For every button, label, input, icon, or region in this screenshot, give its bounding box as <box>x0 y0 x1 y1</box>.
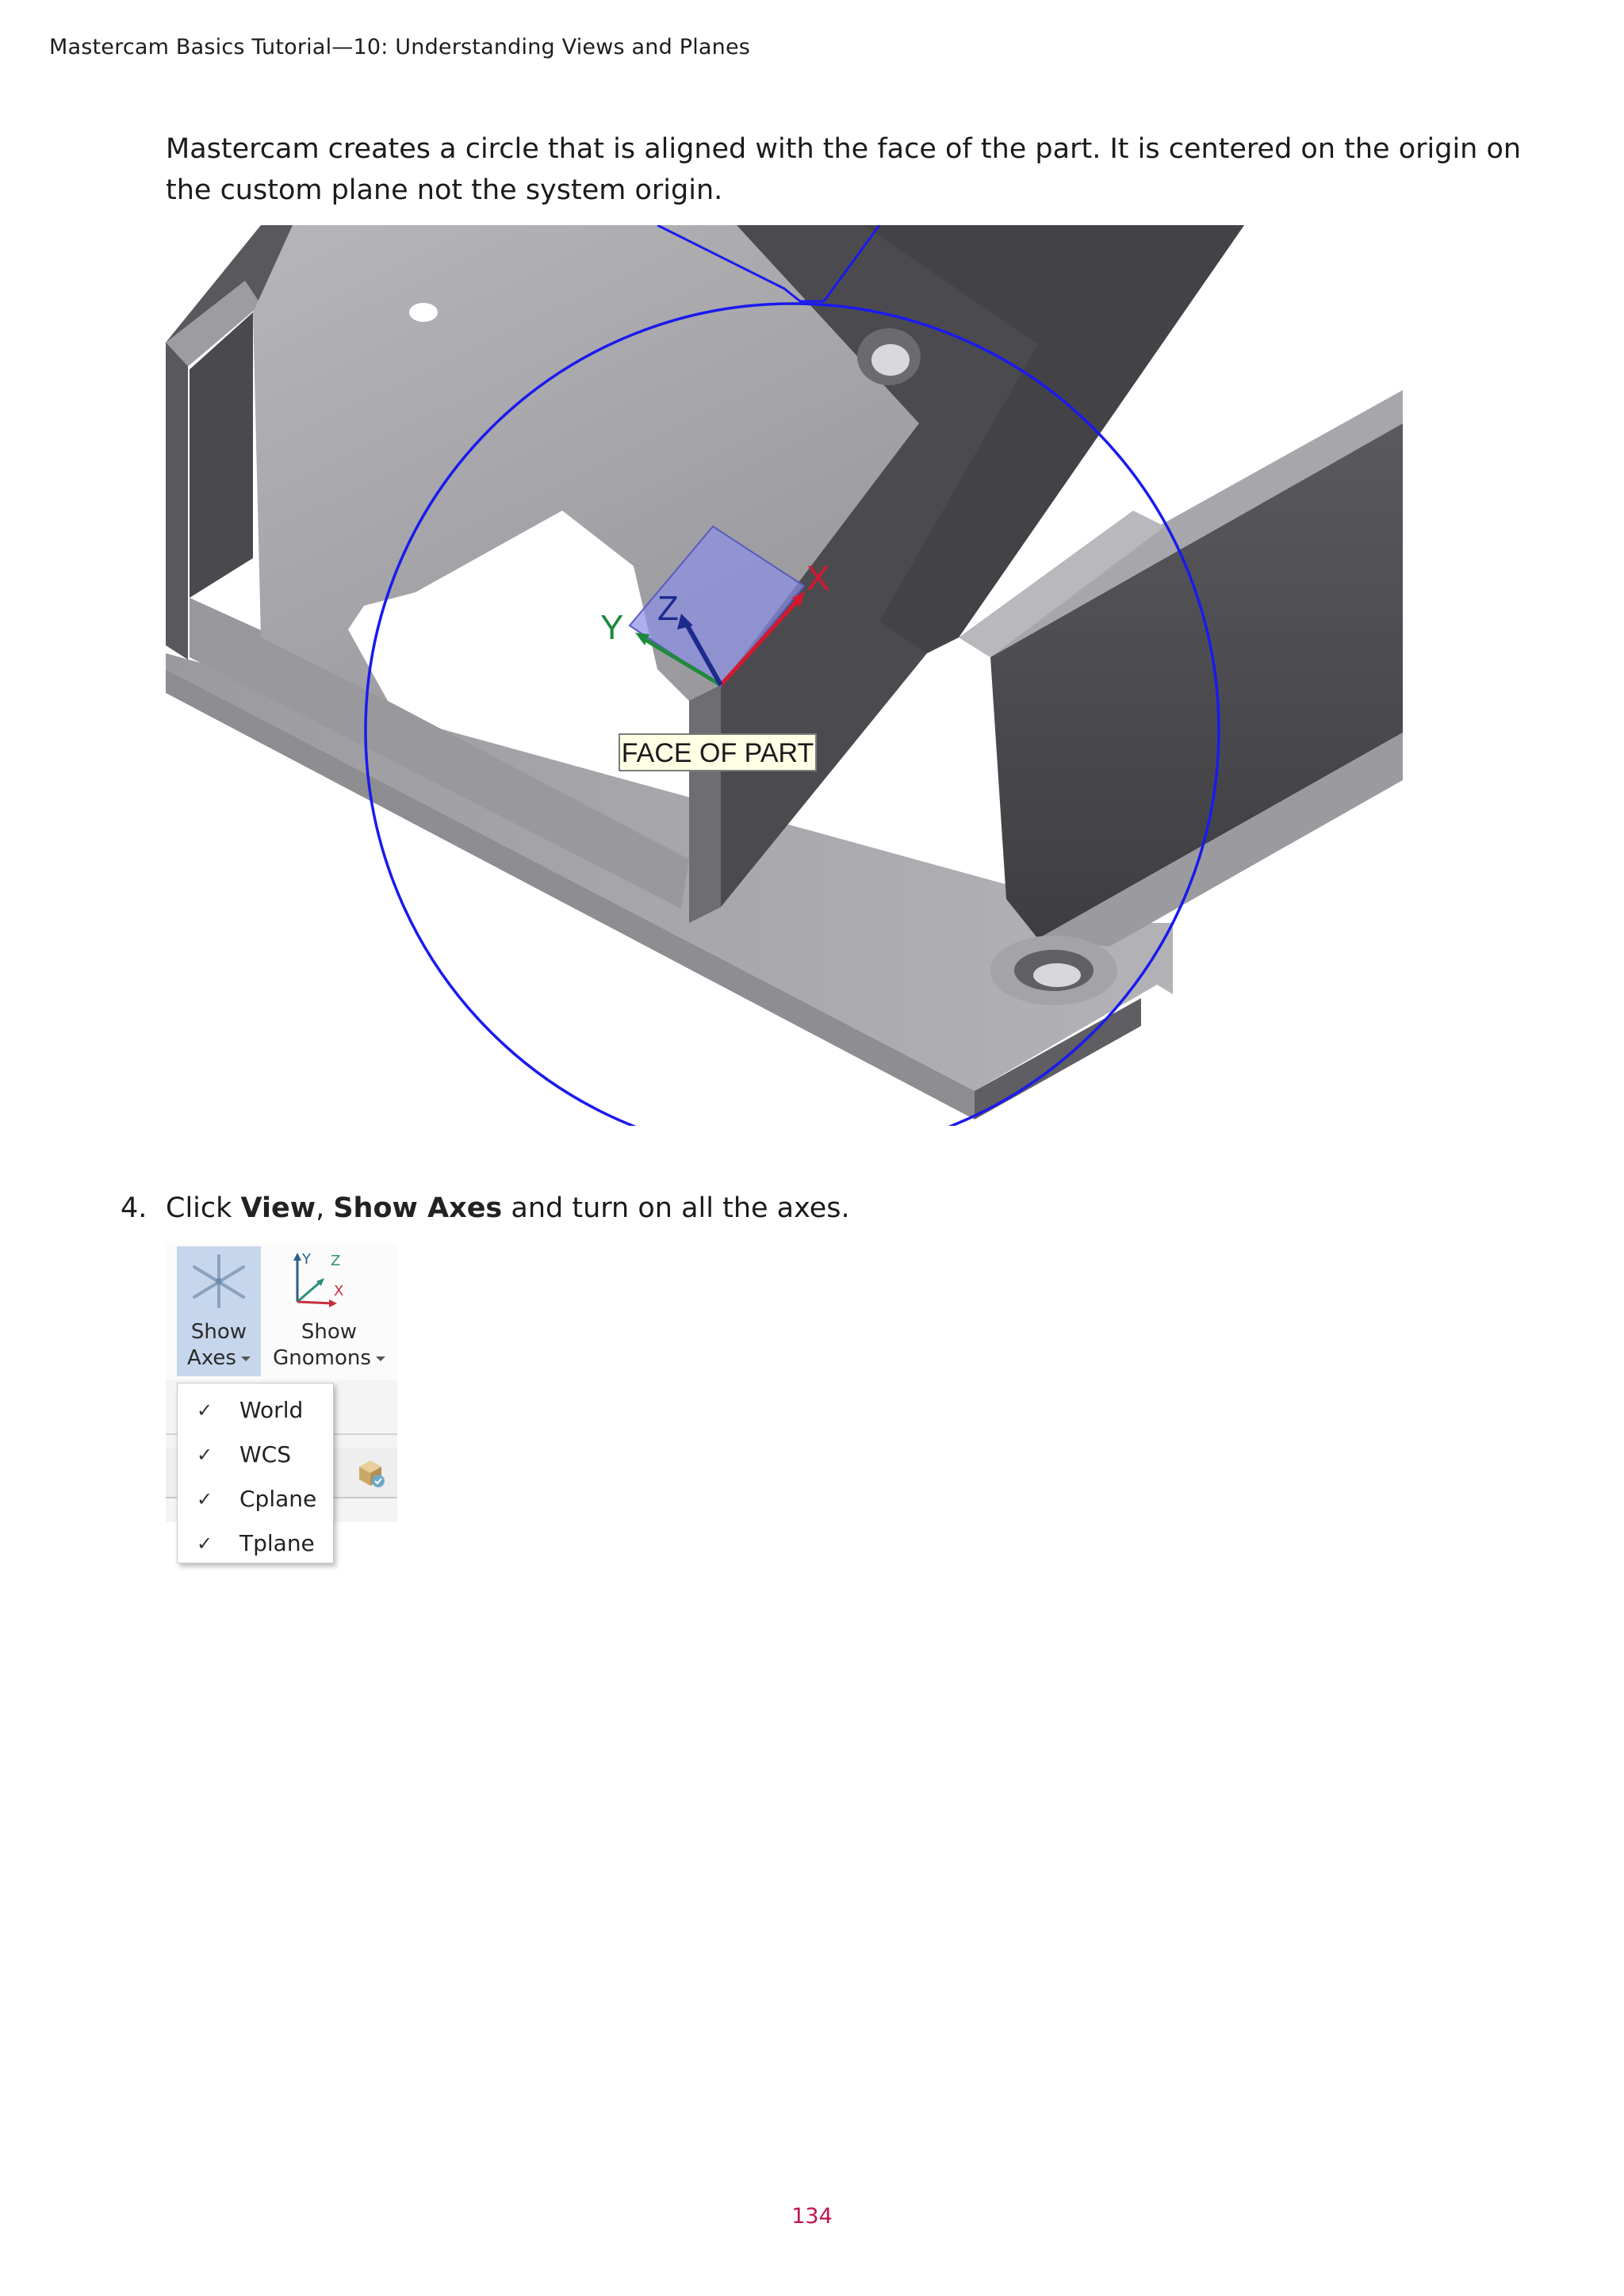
x-axis <box>719 596 802 687</box>
gnomon-icon: Y Z X <box>293 1251 343 1307</box>
check-icon: ✓ <box>197 1533 213 1555</box>
tooltip-box <box>619 733 817 771</box>
x-axis-label: X <box>806 559 829 598</box>
menu-view-name: View <box>240 1192 316 1224</box>
step-number: 4. <box>121 1192 147 1224</box>
step-text-suffix: and turn on all the axes. <box>502 1192 850 1224</box>
step-separator: , <box>316 1192 334 1224</box>
y-axis-head <box>635 633 649 645</box>
show-axes-label-text: Axes <box>187 1346 236 1370</box>
center-slot <box>689 685 721 923</box>
y-axis-label: Y <box>600 608 623 647</box>
menu-item-label: Cplane <box>239 1486 317 1512</box>
running-header: Mastercam Basics Tutorial—10: Understand… <box>49 35 751 59</box>
step-4: 4. Click View, Show Axes and turn on all … <box>121 1189 850 1227</box>
step-text-prefix: Click <box>166 1192 241 1224</box>
top-contour <box>657 225 881 303</box>
check-icon: ✓ <box>197 1444 213 1466</box>
base-rail-end <box>975 998 1141 1119</box>
menu-item-world[interactable]: ✓ World <box>178 1388 333 1433</box>
show-gnomons-label-text: Gnomons <box>273 1346 371 1370</box>
blue-circle <box>364 302 1220 1126</box>
menu-item-label: Tplane <box>239 1530 315 1556</box>
right-rail-wall <box>990 423 1403 939</box>
menu-show-axes-name: Show Axes <box>333 1192 503 1224</box>
top-hole-inner <box>871 344 910 376</box>
z-axis-label: Z <box>657 589 679 628</box>
check-icon: ✓ <box>197 1488 213 1510</box>
top-left-slot <box>409 303 438 322</box>
toolbar-cube-icon[interactable] <box>353 1456 388 1490</box>
z-axis-head <box>677 614 693 629</box>
menu-item-label: World <box>239 1397 304 1423</box>
chevron-down-icon <box>375 1356 385 1361</box>
tooltip-text: FACE OF PART <box>622 738 814 768</box>
gnomon-y-label: Y <box>301 1251 312 1268</box>
show-axes-button[interactable]: Show Axes <box>177 1246 261 1376</box>
show-gnomons-label-line1: Show <box>301 1320 358 1344</box>
z-axis <box>683 620 723 687</box>
y-axis <box>640 635 722 687</box>
ribbon-screenshot: Show Axes Y Z X Show Gnomons ✓ W <box>166 1243 397 1563</box>
show-gnomons-label-line2: Gnomons <box>266 1345 393 1372</box>
left-wall-face <box>190 312 253 598</box>
right-notch-top <box>959 511 1165 657</box>
gnomon-z-label: Z <box>331 1253 340 1269</box>
x-axis-head <box>792 591 805 607</box>
show-gnomons-button[interactable]: Y Z X Show Gnomons <box>266 1246 393 1376</box>
check-icon: ✓ <box>197 1399 213 1422</box>
custom-plane <box>628 525 806 688</box>
diagonal-web-face <box>864 225 1244 653</box>
menu-item-wcs[interactable]: ✓ WCS <box>178 1433 333 1477</box>
part-screenshot: X Y Z FACE OF PART <box>166 225 1403 1126</box>
left-top-edge <box>166 281 261 366</box>
menu-item-label: WCS <box>239 1441 292 1468</box>
show-axes-label-line2: Axes <box>177 1345 261 1372</box>
intro-paragraph: Mastercam creates a circle that is align… <box>166 133 1522 206</box>
menu-item-cplane[interactable]: ✓ Cplane <box>178 1477 333 1521</box>
chevron-down-icon <box>240 1356 251 1361</box>
page-number: 134 <box>791 2204 833 2229</box>
base-hole-inner <box>1033 963 1081 987</box>
gnomon-x-label: X <box>334 1283 343 1299</box>
right-rail-lower <box>1038 733 1403 947</box>
menu-item-tplane[interactable]: ✓ Tplane <box>178 1521 333 1566</box>
plate-opening <box>364 511 689 796</box>
axes-icon <box>193 1254 245 1308</box>
show-axes-dropdown: ✓ World ✓ WCS ✓ Cplane ✓ Tplane <box>177 1383 334 1563</box>
channel-floor <box>190 598 689 909</box>
show-axes-label-line1: Show <box>190 1320 247 1344</box>
